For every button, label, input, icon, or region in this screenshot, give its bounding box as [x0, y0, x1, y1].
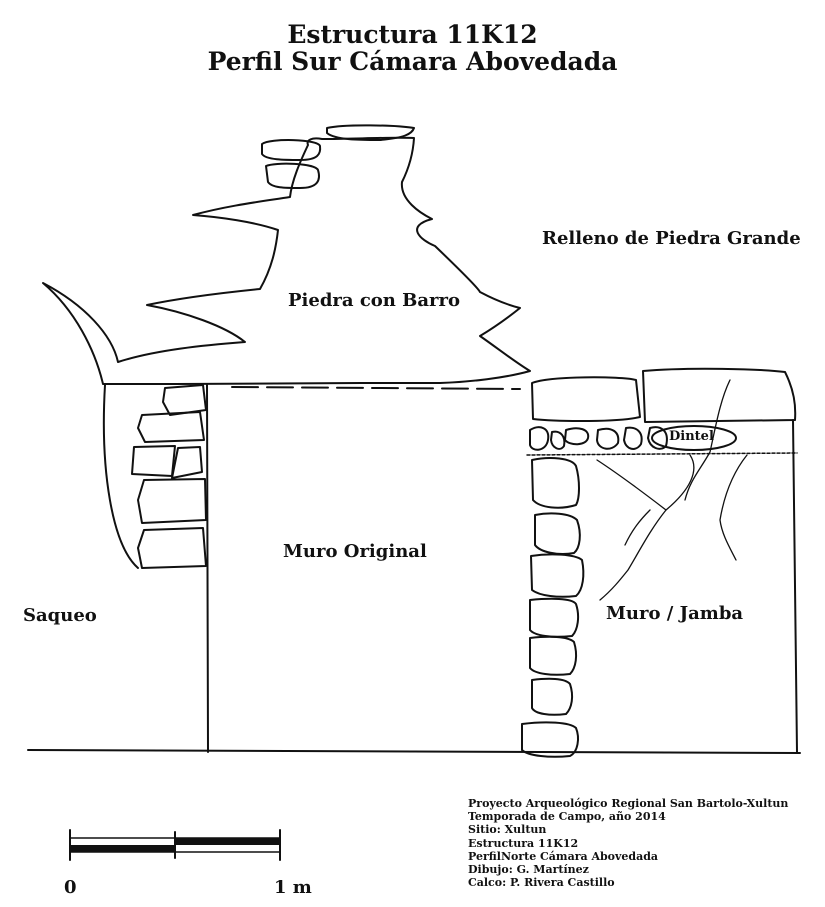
cap-stone	[265, 162, 320, 189]
scale-label-zero: 0	[64, 877, 77, 898]
stone	[137, 527, 207, 569]
root-line	[665, 454, 695, 511]
credit-line: Estructura 11K12	[468, 836, 579, 850]
credits-block: Proyecto Arqueológico Regional San Barto…	[468, 797, 788, 889]
stone	[642, 367, 797, 423]
label-saqueo: Saqueo	[23, 605, 97, 626]
dintel-dotted-line	[526, 452, 798, 456]
stone	[623, 426, 643, 450]
label-piedra-con-barro: Piedra con Barro	[288, 290, 460, 311]
label-dintel: Dintel	[669, 429, 714, 444]
root-line	[684, 379, 731, 501]
stone	[162, 384, 207, 416]
saqueo-pit-outline	[102, 384, 139, 569]
dintel-outline	[651, 425, 737, 451]
title-line-2: Perfil Sur Cámara Abovedada	[207, 47, 618, 76]
label-muro-jamba: Muro / Jamba	[606, 603, 744, 624]
stone	[137, 411, 205, 443]
muro-original-edge	[206, 384, 209, 753]
credit-line: Calco: P. Rivera Castillo	[468, 876, 615, 890]
stone	[531, 457, 580, 509]
stone	[529, 426, 550, 451]
stone	[550, 430, 566, 450]
stone	[534, 512, 581, 555]
stone	[531, 677, 574, 716]
stone	[564, 427, 590, 446]
jamba-edge	[792, 419, 798, 753]
credit-line: Dibujo: G. Martínez	[468, 863, 589, 877]
cap-stone	[326, 124, 415, 141]
ground-line	[27, 749, 801, 754]
root-line	[596, 459, 667, 601]
stone	[529, 635, 578, 676]
stone	[530, 553, 585, 598]
label-muro-original: Muro Original	[283, 541, 427, 562]
title-line-1: Estructura 11K12	[287, 20, 538, 49]
cap-stone	[261, 139, 322, 161]
stone	[171, 446, 203, 479]
left-wall-stones	[131, 384, 207, 569]
label-relleno: Relleno de Piedra Grande	[542, 228, 801, 249]
stone	[531, 376, 641, 423]
scale-bar	[69, 829, 281, 861]
stone	[596, 427, 620, 450]
right-wall	[521, 367, 798, 758]
stone	[131, 445, 176, 477]
vault-dashed-line	[231, 386, 521, 390]
root-line	[624, 509, 651, 546]
mound-outline	[42, 136, 531, 385]
credit-line: Proyecto Arqueológico Regional San Barto…	[468, 797, 789, 810]
stone	[529, 597, 580, 638]
credit-line: Temporada de Campo, año 2014	[468, 810, 666, 824]
scale-label-one-meter: 1 m	[274, 877, 312, 898]
root-line	[719, 454, 748, 561]
stone	[137, 478, 207, 524]
credit-line: PerfilNorte Cámara Abovedada	[468, 849, 659, 863]
credit-line: Sitio: Xultun	[468, 823, 547, 837]
stone	[521, 721, 579, 758]
